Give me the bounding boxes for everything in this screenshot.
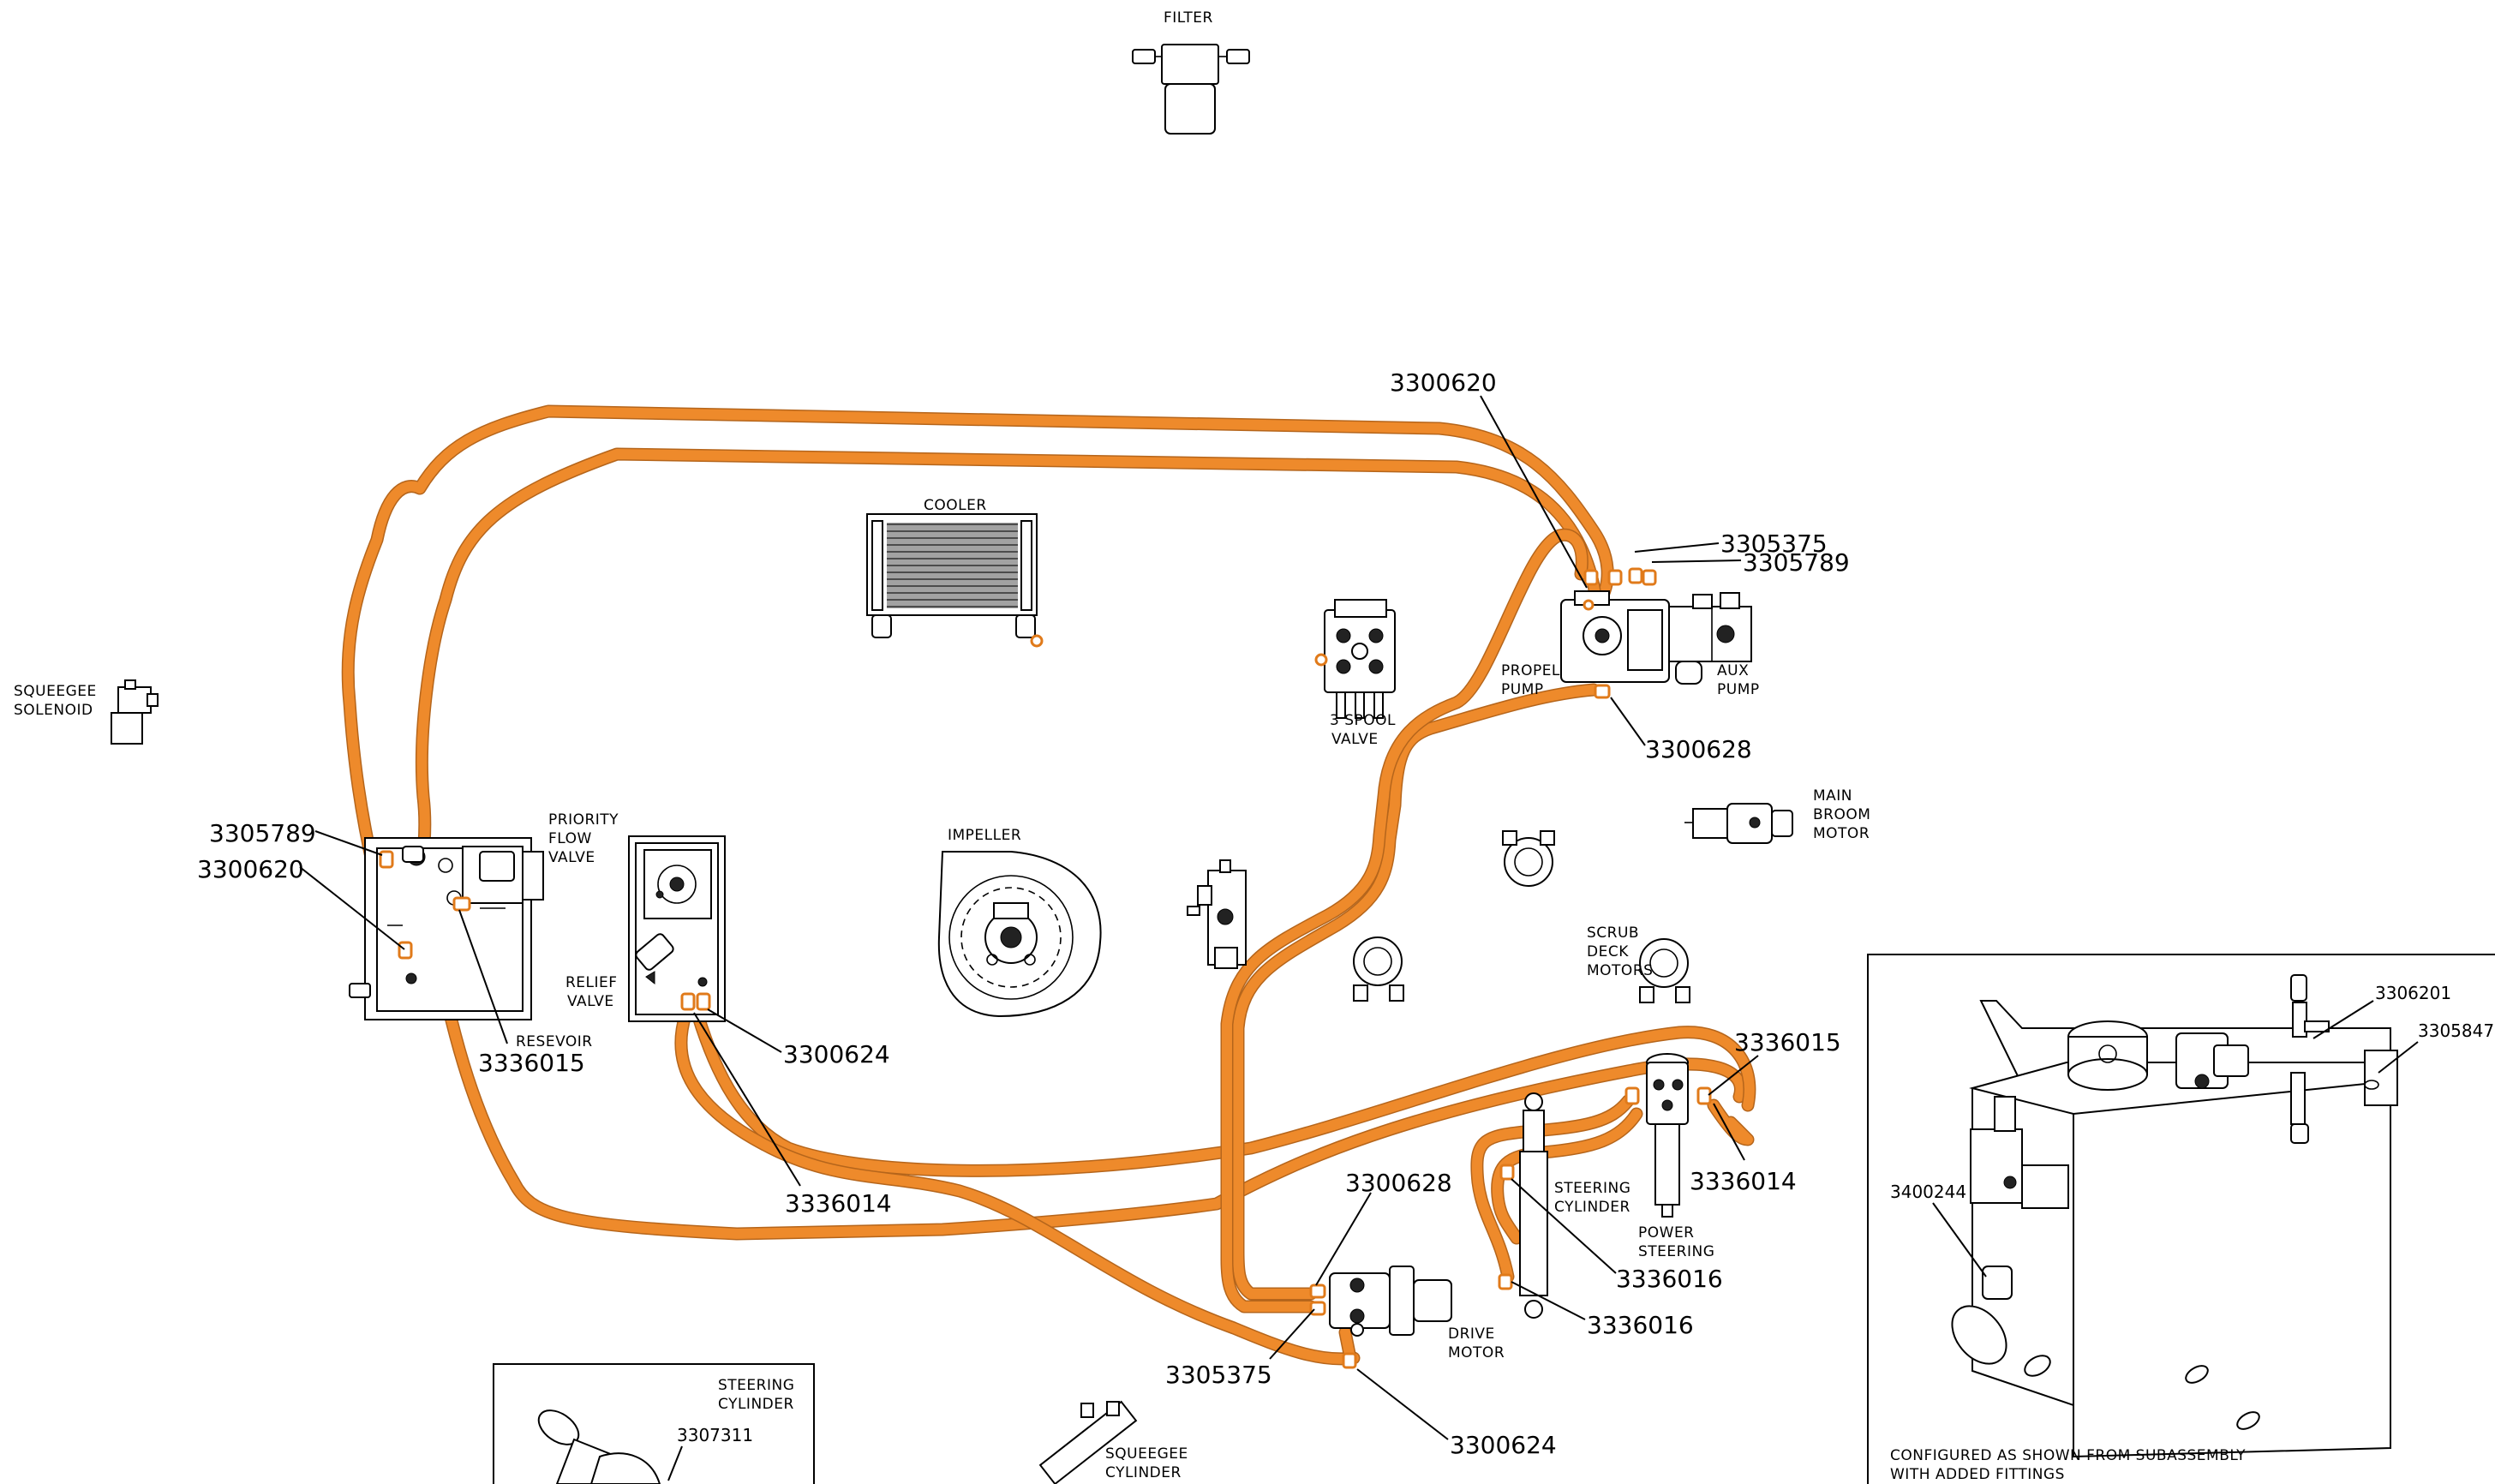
callout-ps-3336015: 3336015 bbox=[1734, 1028, 1841, 1056]
callout-steer-3336016-a: 3336016 bbox=[1616, 1265, 1723, 1293]
relief-valve-assembly[interactable] bbox=[628, 835, 726, 1022]
squeegee-control-valve[interactable] bbox=[1187, 859, 1247, 969]
callout-res-3300620: 3300620 bbox=[197, 855, 304, 883]
callout-drive-3300624: 3300624 bbox=[1450, 1431, 1557, 1459]
drive-motor-label-1: DRIVE bbox=[1448, 1325, 1495, 1343]
scrub-deck-motors-label-1: SCRUB bbox=[1587, 925, 1639, 942]
power-steering-unit[interactable] bbox=[1624, 1053, 1712, 1218]
inset-tank-note-2: WITH ADDED FITTINGS bbox=[1890, 1466, 2065, 1483]
inset-tank-p1: 3306201 bbox=[2375, 983, 2451, 1003]
cooler-assembly[interactable]: COOLER bbox=[866, 497, 1044, 648]
aux-pump-assembly[interactable] bbox=[1668, 592, 1752, 685]
three-spool-valve-label-2: VALVE bbox=[1331, 731, 1379, 748]
main-broom-motor[interactable] bbox=[1684, 803, 1793, 844]
inset-steering-label-2: CYLINDER bbox=[718, 1396, 794, 1413]
squeegee-cylinder-label-1: SQUEEGEE bbox=[1105, 1445, 1188, 1463]
squeegee-solenoid-label-1: SQUEEGEE bbox=[14, 683, 97, 700]
hose-steering-loop-b-fill bbox=[1492, 1109, 1642, 1243]
callouts: 3300620 3305375 3305789 3300628 3305789 … bbox=[197, 368, 1850, 1459]
steering-cylinder-label-2: CYLINDER bbox=[1554, 1199, 1630, 1216]
scrub-deck-motors-label-2: DECK bbox=[1587, 943, 1629, 960]
aux-pump-label-2: PUMP bbox=[1717, 681, 1760, 698]
impeller-assembly[interactable]: IMPELLER bbox=[937, 827, 1102, 1018]
hose-steering-loop-a-fill bbox=[1471, 1096, 1633, 1282]
cooler-label: COOLER bbox=[924, 497, 987, 514]
propel-pump-label-2: PUMP bbox=[1501, 681, 1544, 698]
scrub-deck-motor-3[interactable] bbox=[1639, 938, 1690, 1003]
aux-pump-label-1: AUX bbox=[1717, 662, 1749, 679]
drive-motor-label-2: MOTOR bbox=[1448, 1344, 1505, 1361]
three-spool-valve-label-1: 3 SPOOL bbox=[1330, 712, 1396, 729]
filter-label: FILTER bbox=[1164, 9, 1213, 27]
drive-motor[interactable] bbox=[1309, 1266, 1452, 1369]
hose-drive-lower-fill bbox=[1340, 1327, 1355, 1359]
callout-pump-top-left: 3300620 bbox=[1390, 368, 1497, 397]
priority-flow-valve-label-3: VALVE bbox=[548, 849, 595, 866]
steering-cylinder-label-1: STEERING bbox=[1554, 1180, 1630, 1197]
inset-tank-note-1: CONFIGURED AS SHOWN FROM SUBASSEMBLY bbox=[1890, 1447, 2246, 1464]
main-broom-motor-label-3: MOTOR bbox=[1813, 825, 1870, 842]
scrub-deck-motors-label-3: MOTORS bbox=[1587, 962, 1653, 979]
propel-pump-label-1: PROPEL bbox=[1501, 662, 1560, 679]
scrub-deck-motor-1[interactable] bbox=[1502, 830, 1555, 887]
inset-tank-detail[interactable]: 3306201 3305847 3400244 CONFIGURED AS SH… bbox=[1867, 954, 2495, 1484]
callout-ps-3336014: 3336014 bbox=[1690, 1167, 1797, 1195]
callout-res-3336015: 3336015 bbox=[478, 1049, 585, 1077]
squeegee-cylinder-label-2: CYLINDER bbox=[1105, 1464, 1182, 1481]
callout-drive-3305375: 3305375 bbox=[1165, 1361, 1272, 1389]
relief-valve-label-2: VALVE bbox=[567, 993, 614, 1010]
inset-tank-p2: 3305847 bbox=[2418, 1020, 2494, 1041]
inset-steering-label-1: STEERING bbox=[718, 1377, 794, 1394]
squeegee-cylinder[interactable] bbox=[1038, 1400, 1138, 1484]
inset-steering-part: 3307311 bbox=[677, 1425, 753, 1445]
callout-pump-top-r2: 3305789 bbox=[1743, 548, 1850, 577]
priority-flow-valve-label-2: FLOW bbox=[548, 830, 592, 847]
callout-pump-bottom: 3300628 bbox=[1645, 735, 1752, 763]
callout-steer-3336016-b: 3336016 bbox=[1587, 1311, 1694, 1339]
power-steering-label-2: STEERING bbox=[1638, 1243, 1714, 1260]
callout-pump-top-r1: 3305375 bbox=[1720, 530, 1828, 558]
reservoir-label: RESEVOIR bbox=[516, 1033, 593, 1050]
hose-outer-top-loop-fill bbox=[343, 406, 1613, 896]
scrub-deck-motor-2[interactable] bbox=[1353, 936, 1404, 1002]
callout-drive-3300628: 3300628 bbox=[1345, 1169, 1452, 1197]
steering-cylinder[interactable] bbox=[1498, 1092, 1548, 1319]
squeegee-solenoid-label-2: SOLENOID bbox=[14, 702, 93, 719]
three-spool-valve-assembly[interactable] bbox=[1314, 599, 1396, 719]
reservoir-assembly[interactable] bbox=[349, 837, 544, 1020]
filter-assembly[interactable]: FILTER bbox=[1132, 9, 1250, 135]
hose-drive-to-pump-b-fill bbox=[1222, 530, 1588, 1312]
relief-valve-label-1: RELIEF bbox=[565, 974, 618, 991]
priority-flow-valve-label-1: PRIORITY bbox=[548, 811, 619, 829]
hose-routing bbox=[341, 404, 1756, 1366]
power-steering-label-1: POWER bbox=[1638, 1224, 1695, 1242]
main-broom-motor-label-2: BROOM bbox=[1813, 806, 1870, 823]
propel-pump-assembly[interactable] bbox=[1560, 567, 1670, 699]
hose-relief-to-drive-fill bbox=[676, 1010, 1359, 1364]
callout-res-3305789: 3305789 bbox=[209, 819, 316, 847]
squeegee-solenoid[interactable]: SQUEEGEE SOLENOID bbox=[14, 679, 159, 745]
callout-relief-3300624: 3300624 bbox=[783, 1040, 890, 1068]
main-broom-motor-label-1: MAIN bbox=[1813, 787, 1852, 805]
hose-drive-to-pump-a-fill bbox=[1233, 685, 1599, 1299]
inset-tank-p3: 3400244 bbox=[1890, 1182, 1966, 1202]
callout-relief-3336014: 3336014 bbox=[785, 1189, 892, 1218]
hose-reservoir-lower-loop-fill bbox=[423, 912, 1746, 1239]
inset-steering-cylinder[interactable]: STEERING CYLINDER 3307311 bbox=[493, 1363, 815, 1484]
impeller-label: IMPELLER bbox=[948, 827, 1021, 844]
cooler-fins bbox=[887, 523, 1018, 608]
